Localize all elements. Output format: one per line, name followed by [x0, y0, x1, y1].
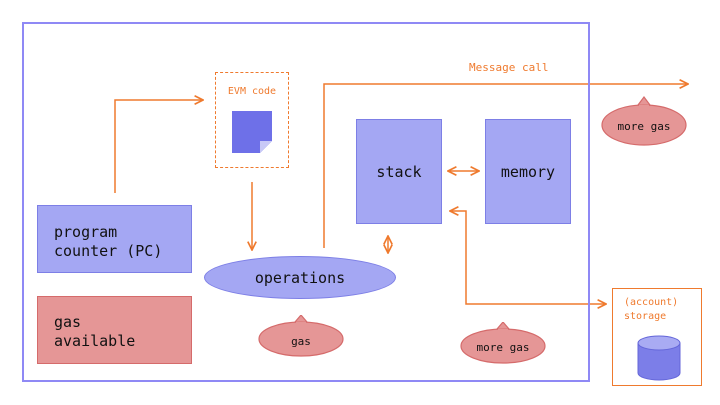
more-gas-top-label: more gas — [617, 120, 671, 133]
message-call-label: Message call — [469, 61, 549, 74]
stack-storage-arrow — [450, 211, 606, 304]
program-counter-label-line1: program — [54, 223, 118, 241]
memory-label: memory — [500, 163, 556, 181]
memory-box: memory — [485, 119, 571, 224]
speech-bubble-shape — [601, 96, 687, 146]
speech-bubble-shape — [460, 321, 546, 364]
gas-available-box: gas available — [37, 296, 192, 364]
storage-label: (account) storage — [624, 296, 678, 324]
storage-label-line1: (account) — [624, 297, 679, 308]
message-call-arrow — [323, 84, 688, 248]
evm-boundary — [22, 22, 590, 382]
operations-ellipse: operations — [204, 256, 396, 299]
account-storage-box: (account) storage — [612, 288, 702, 386]
more-gas-bubble-bottom: more gas — [460, 321, 546, 364]
document-icon — [232, 111, 272, 153]
storage-label-line2: storage — [624, 311, 667, 322]
gas-bubble: gas — [258, 314, 344, 357]
database-icon — [637, 335, 681, 381]
program-counter-label-line2: counter (PC) — [54, 242, 163, 260]
stack-box: stack — [356, 119, 442, 224]
stack-label: stack — [376, 163, 422, 181]
gas-available-label-line1: gas — [54, 313, 82, 331]
more-gas-bubble-top: more gas — [601, 96, 687, 146]
speech-bubble-shape — [258, 314, 344, 357]
evm-code-box: EVM code — [215, 72, 289, 168]
evm-code-label: EVM code — [227, 86, 277, 97]
operations-label: operations — [254, 268, 346, 287]
gas-label: gas — [291, 335, 311, 348]
program-counter-box: program counter (PC) — [37, 205, 192, 273]
more-gas-bottom-label: more gas — [476, 341, 530, 354]
pc-to-evm-arrow — [114, 100, 203, 193]
gas-available-label-line2: available — [54, 332, 136, 350]
